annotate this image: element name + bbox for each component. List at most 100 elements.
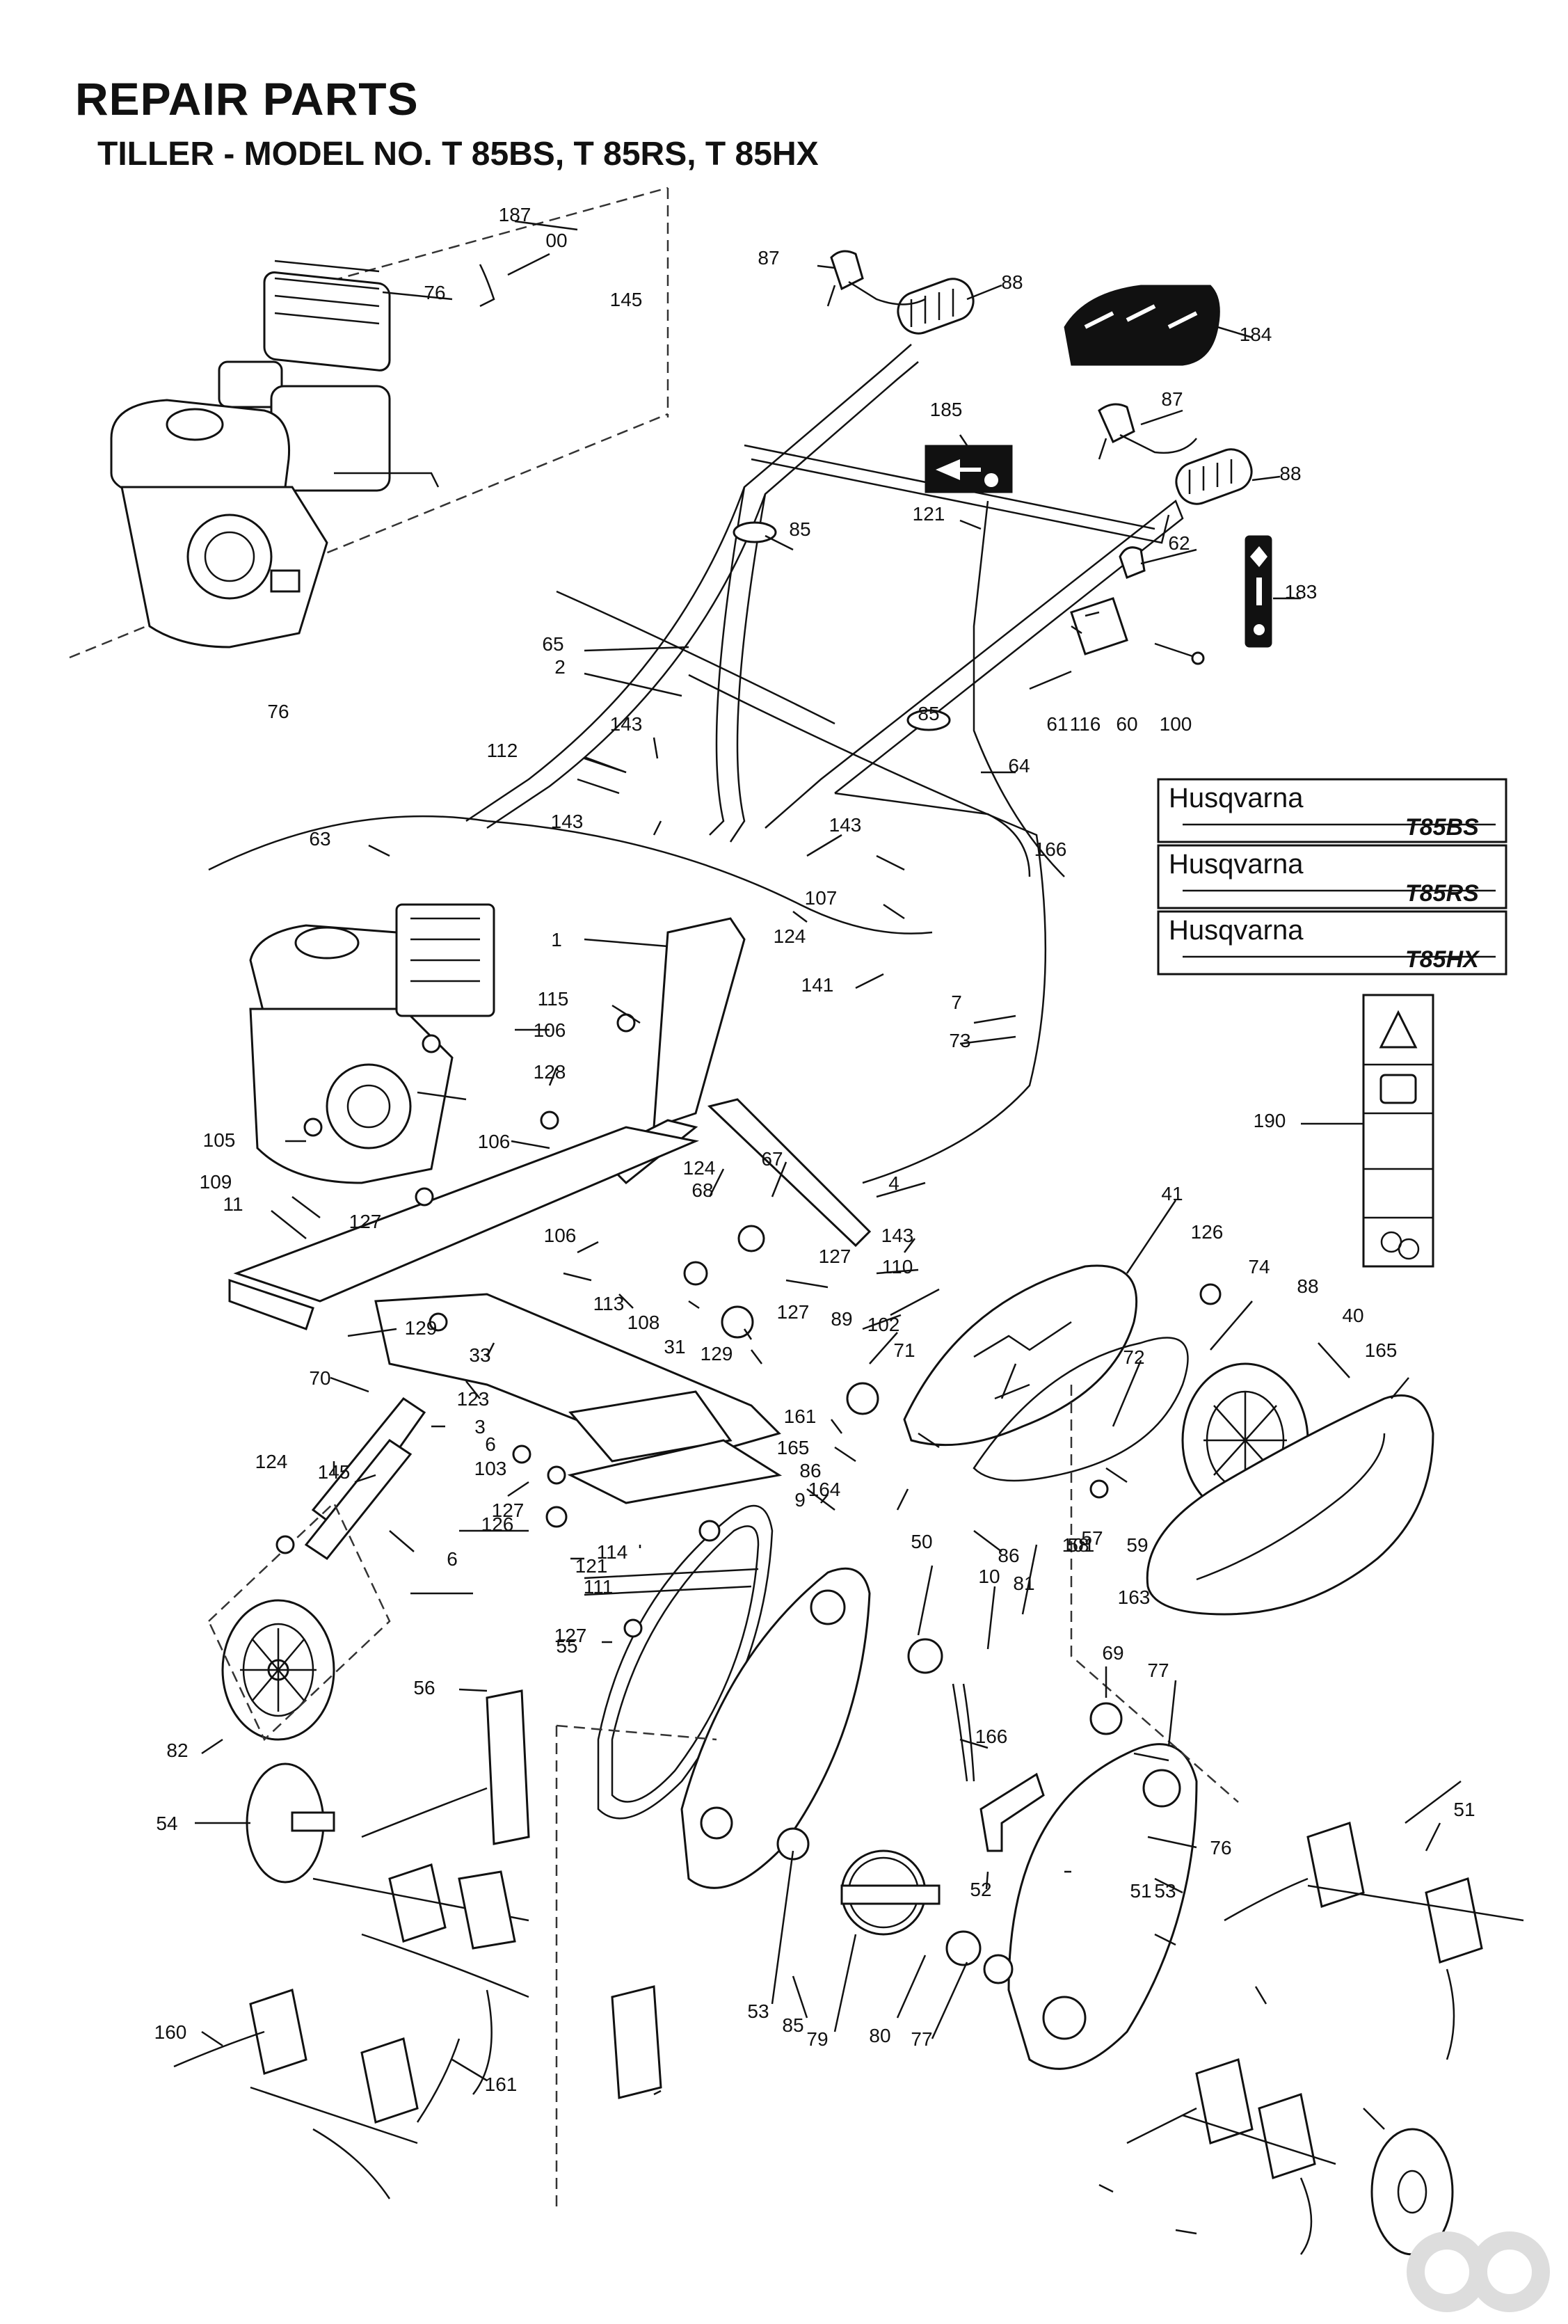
callout-label: 40 [1342, 1305, 1363, 1326]
callout-label: 141 [801, 974, 834, 996]
callout-label: 126 [1191, 1221, 1224, 1243]
callout-label: 56 [413, 1677, 435, 1698]
callout-label: 127 [554, 1625, 587, 1646]
callout-label: 6 [485, 1433, 496, 1455]
callout-label: 41 [1161, 1183, 1183, 1204]
callout-label: 143 [551, 811, 584, 832]
tiller-frame [228, 917, 872, 1504]
callout-label: 126 [481, 1513, 514, 1535]
callout-label: 164 [808, 1479, 841, 1500]
callout-label: 113 [593, 1293, 625, 1314]
callout-label: 77 [1147, 1660, 1169, 1681]
model-decals: Husqvarna Husqvarna Husqvarna T85BS T85R… [1157, 778, 1507, 976]
callout-label: 6 [447, 1548, 458, 1570]
callout-label: 60 [1116, 713, 1137, 735]
callout-label: 85 [782, 2014, 803, 2036]
callout-label: 76 [424, 282, 445, 303]
callout-label: 129 [405, 1317, 438, 1339]
callout-label: 187 [499, 204, 531, 225]
callout-label: 161 [485, 2074, 518, 2095]
callout-label: 124 [774, 925, 806, 947]
callout-label: 57 [1081, 1527, 1103, 1549]
callout-label: 124 [683, 1157, 716, 1179]
callout-label: 163 [1118, 1586, 1151, 1608]
callout-label: 76 [267, 701, 289, 722]
callout-label: 128 [534, 1061, 566, 1083]
model-t85bs: T85BS [1405, 814, 1479, 841]
callout-label: 73 [949, 1030, 970, 1051]
callout-label: 107 [805, 887, 838, 909]
callout-label: 129 [701, 1343, 733, 1364]
callout-label: 69 [1102, 1642, 1123, 1664]
callout-label: 71 [893, 1339, 915, 1361]
callout-label: 2 [554, 656, 566, 678]
watermark-logo [1407, 2231, 1550, 2312]
callout-label: 145 [318, 1461, 351, 1483]
wheel-assembly [207, 1396, 426, 1742]
callout-label: 87 [1161, 388, 1183, 410]
callout-label: 3 [474, 1416, 486, 1438]
callout-label: 53 [747, 2000, 769, 2022]
callout-label: 51 [1453, 1799, 1475, 1820]
callout-label: 185 [930, 399, 963, 420]
callout-label: 108 [627, 1312, 660, 1333]
callout-label: 88 [1297, 1275, 1318, 1297]
callout-label: 124 [255, 1451, 288, 1472]
callout-label: 106 [544, 1225, 577, 1246]
callout-label: 115 [538, 988, 569, 1010]
callout-label: 145 [610, 289, 643, 310]
callout-label: 121 [575, 1555, 608, 1577]
callout-label: 74 [1248, 1256, 1270, 1278]
callout-label: 59 [1126, 1534, 1148, 1556]
callout-label: 166 [975, 1726, 1008, 1747]
callout-label: 1 [551, 929, 562, 950]
callout-label: 127 [349, 1211, 382, 1232]
callout-label: 110 [882, 1256, 913, 1278]
leader-lines [195, 220, 1441, 2235]
callout-label: 11 [223, 1193, 243, 1215]
callout-label: 114 [597, 1541, 628, 1563]
callout-label: 4 [888, 1172, 899, 1194]
callout-label: 10 [978, 1566, 1000, 1587]
callout-label: 58 [1067, 1534, 1089, 1556]
callout-label: 85 [918, 703, 939, 724]
brand-text-2: Husqvarna [1169, 849, 1304, 880]
engine-top [110, 260, 495, 648]
callout-label: 183 [1285, 581, 1318, 603]
callout-label: 101 [1062, 1534, 1095, 1556]
callout-label: 68 [691, 1179, 713, 1201]
model-t85rs: T85RS [1405, 880, 1479, 907]
decal-185 [925, 445, 1013, 493]
callout-label: 67 [761, 1148, 783, 1170]
callout-label: 143 [829, 814, 862, 836]
callout-label: 65 [542, 633, 563, 655]
callout-label: 112 [487, 740, 518, 761]
callout-label: 190 [1254, 1110, 1286, 1131]
callout-label: 87 [758, 247, 779, 269]
page-title: REPAIR PARTS [75, 73, 419, 125]
callout-label: 121 [913, 503, 945, 525]
page-subtitle: TILLER - MODEL NO. T 85BS, T 85RS, T 85H… [97, 136, 819, 173]
callout-label: 103 [474, 1458, 507, 1479]
callout-label: 102 [867, 1314, 900, 1335]
callout-label: 79 [806, 2028, 828, 2050]
callout-label: 160 [154, 2021, 187, 2043]
callout-label: 161 [784, 1406, 817, 1427]
callout-label: 106 [478, 1131, 511, 1152]
callout-label: 127 [777, 1301, 810, 1323]
callout-label: 61 [1046, 713, 1068, 735]
tine-assemblies [173, 1385, 1524, 2256]
decal-184 [1064, 285, 1220, 366]
engine-side [249, 903, 495, 1184]
callout-label: 31 [664, 1336, 685, 1358]
decal-183 [1245, 535, 1272, 648]
callout-label: 123 [457, 1388, 490, 1410]
callout-label: 85 [789, 518, 810, 540]
callout-label: 55 [556, 1635, 577, 1657]
fasteners [275, 757, 1222, 1638]
warning-decal [1362, 994, 1434, 1268]
callout-label: 70 [309, 1367, 330, 1389]
callout-label: 86 [799, 1460, 821, 1481]
callout-label: 7 [951, 992, 962, 1013]
